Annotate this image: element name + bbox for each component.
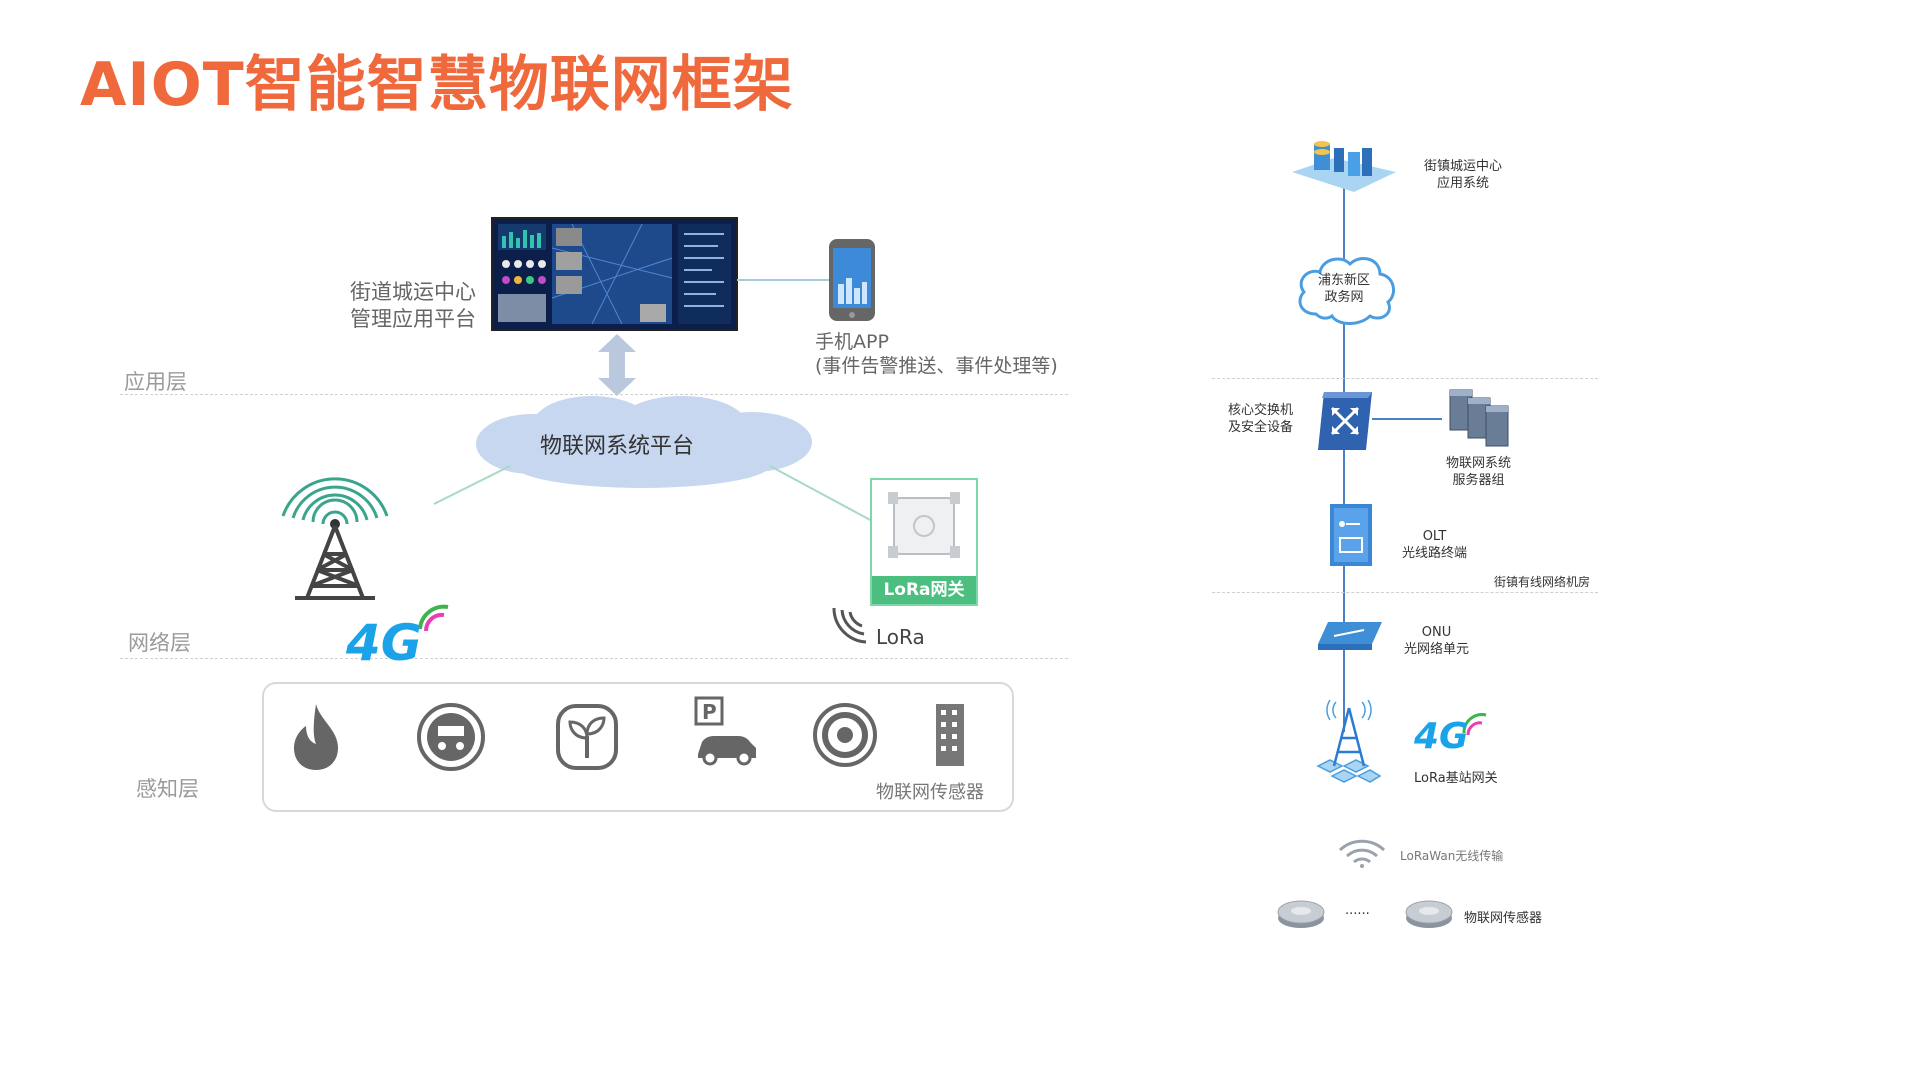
network-layer-label: 网络层 xyxy=(128,631,191,655)
sensor-ellipsis: ...... xyxy=(1345,903,1370,918)
center-label-line1: 街镇城运中心 xyxy=(1424,159,1503,174)
camera-dial-icon xyxy=(813,703,877,767)
olt-line2: 光线路终端 xyxy=(1402,546,1468,561)
server-group-icon xyxy=(1449,389,1509,447)
center-label-line2: 应用系统 xyxy=(1437,176,1490,191)
servers-label: 物联网系统 服务器组 xyxy=(1446,455,1511,489)
screen-label-line1: 街道城运中心 xyxy=(350,280,476,304)
wireless-icon xyxy=(1338,839,1386,868)
phone-label-line2: (事件告警推送、事件处理等) xyxy=(815,355,1058,377)
core-switch-label: 核心交换机 及安全设备 xyxy=(1228,402,1293,436)
onu-line1: ONU xyxy=(1421,625,1452,640)
switch-server-connector xyxy=(1372,418,1442,420)
core-divider xyxy=(1212,378,1598,379)
base-station-label: LoRa基站网关 xyxy=(1414,771,1498,786)
network-room-label: 街镇有线网络机房 xyxy=(1494,575,1591,589)
servers-line2: 服务器组 xyxy=(1452,473,1505,488)
cell-tower-icon xyxy=(281,477,389,600)
cloud-gateway-connector xyxy=(769,465,875,523)
onu-label: ONU 光网络单元 xyxy=(1404,624,1469,658)
screen-label: 街道城运中心 管理应用平台 xyxy=(350,279,476,333)
application-layer-divider xyxy=(120,394,1068,395)
center-label: 街镇城运中心 应用系统 xyxy=(1424,158,1502,192)
badge-4g-arcs xyxy=(418,604,449,632)
olt-label: OLT 光线路终端 xyxy=(1402,528,1467,562)
gov-network-line2: 政务网 xyxy=(1324,290,1364,305)
cloud-label: 物联网系统平台 xyxy=(540,434,695,459)
gateway-label: LoRa网关 xyxy=(872,576,976,604)
plant-icon xyxy=(556,704,618,770)
application-layer-label: 应用层 xyxy=(124,370,187,394)
base-station-icon xyxy=(1316,699,1382,783)
fire-icon xyxy=(294,704,338,770)
screen-label-line2: 管理应用平台 xyxy=(350,307,476,331)
core-switch-line2: 及安全设备 xyxy=(1228,420,1294,435)
phone-icon xyxy=(829,239,875,321)
double-arrow-icon xyxy=(598,334,636,396)
sensors-box: P 物联网传感器 xyxy=(262,682,1014,812)
sensor-disc-icon-2 xyxy=(1405,900,1453,928)
network-layer-divider xyxy=(120,658,1068,659)
lora-gateway-box: LoRa网关 xyxy=(870,478,978,606)
gov-network-cloud xyxy=(1298,257,1396,325)
gov-network-line1: 浦东新区 xyxy=(1318,273,1371,288)
lora-wave-icon xyxy=(832,607,867,644)
wireless-label: LoRaWan无线传输 xyxy=(1400,849,1504,863)
building-icon xyxy=(936,704,964,766)
olt-icon xyxy=(1330,504,1372,566)
screen-phone-connector xyxy=(737,279,837,281)
core-switch-line1: 核心交换机 xyxy=(1228,403,1294,418)
iot-platform-cloud xyxy=(476,396,812,488)
phone-label: 手机APP (事件告警推送、事件处理等) xyxy=(815,330,1058,378)
svg-text:P: P xyxy=(702,700,717,724)
room-divider xyxy=(1212,592,1598,593)
servers-line1: 物联网系统 xyxy=(1446,456,1512,471)
gov-network-label: 浦东新区 政务网 xyxy=(1318,272,1370,306)
perception-layer-label: 感知层 xyxy=(136,777,199,801)
sensor-disc-icon-1 xyxy=(1277,900,1325,928)
core-switch-icon xyxy=(1318,392,1372,450)
onu-icon xyxy=(1318,622,1382,650)
parking-icon: P xyxy=(694,696,756,766)
cloud-tower-connector xyxy=(433,465,511,505)
olt-line1: OLT xyxy=(1422,529,1447,544)
app-system-icon xyxy=(1292,141,1396,192)
dashboard-screen-icon xyxy=(491,217,738,331)
right-sensors-label: 物联网传感器 xyxy=(1464,911,1543,926)
badge-4g-right: 4G xyxy=(1414,716,1469,757)
lora-label: LoRa xyxy=(876,625,925,649)
gateway-device-icon xyxy=(888,492,960,558)
onu-line2: 光网络单元 xyxy=(1404,642,1470,657)
page-title: AIOT智能智慧物联网框架 xyxy=(80,50,794,120)
meter-icon xyxy=(417,703,485,771)
sensors-label: 物联网传感器 xyxy=(876,782,984,803)
phone-label-line1: 手机APP xyxy=(815,331,889,353)
badge-4g-left: 4G xyxy=(346,614,422,672)
badge-4g-arcs-right xyxy=(1462,713,1487,736)
